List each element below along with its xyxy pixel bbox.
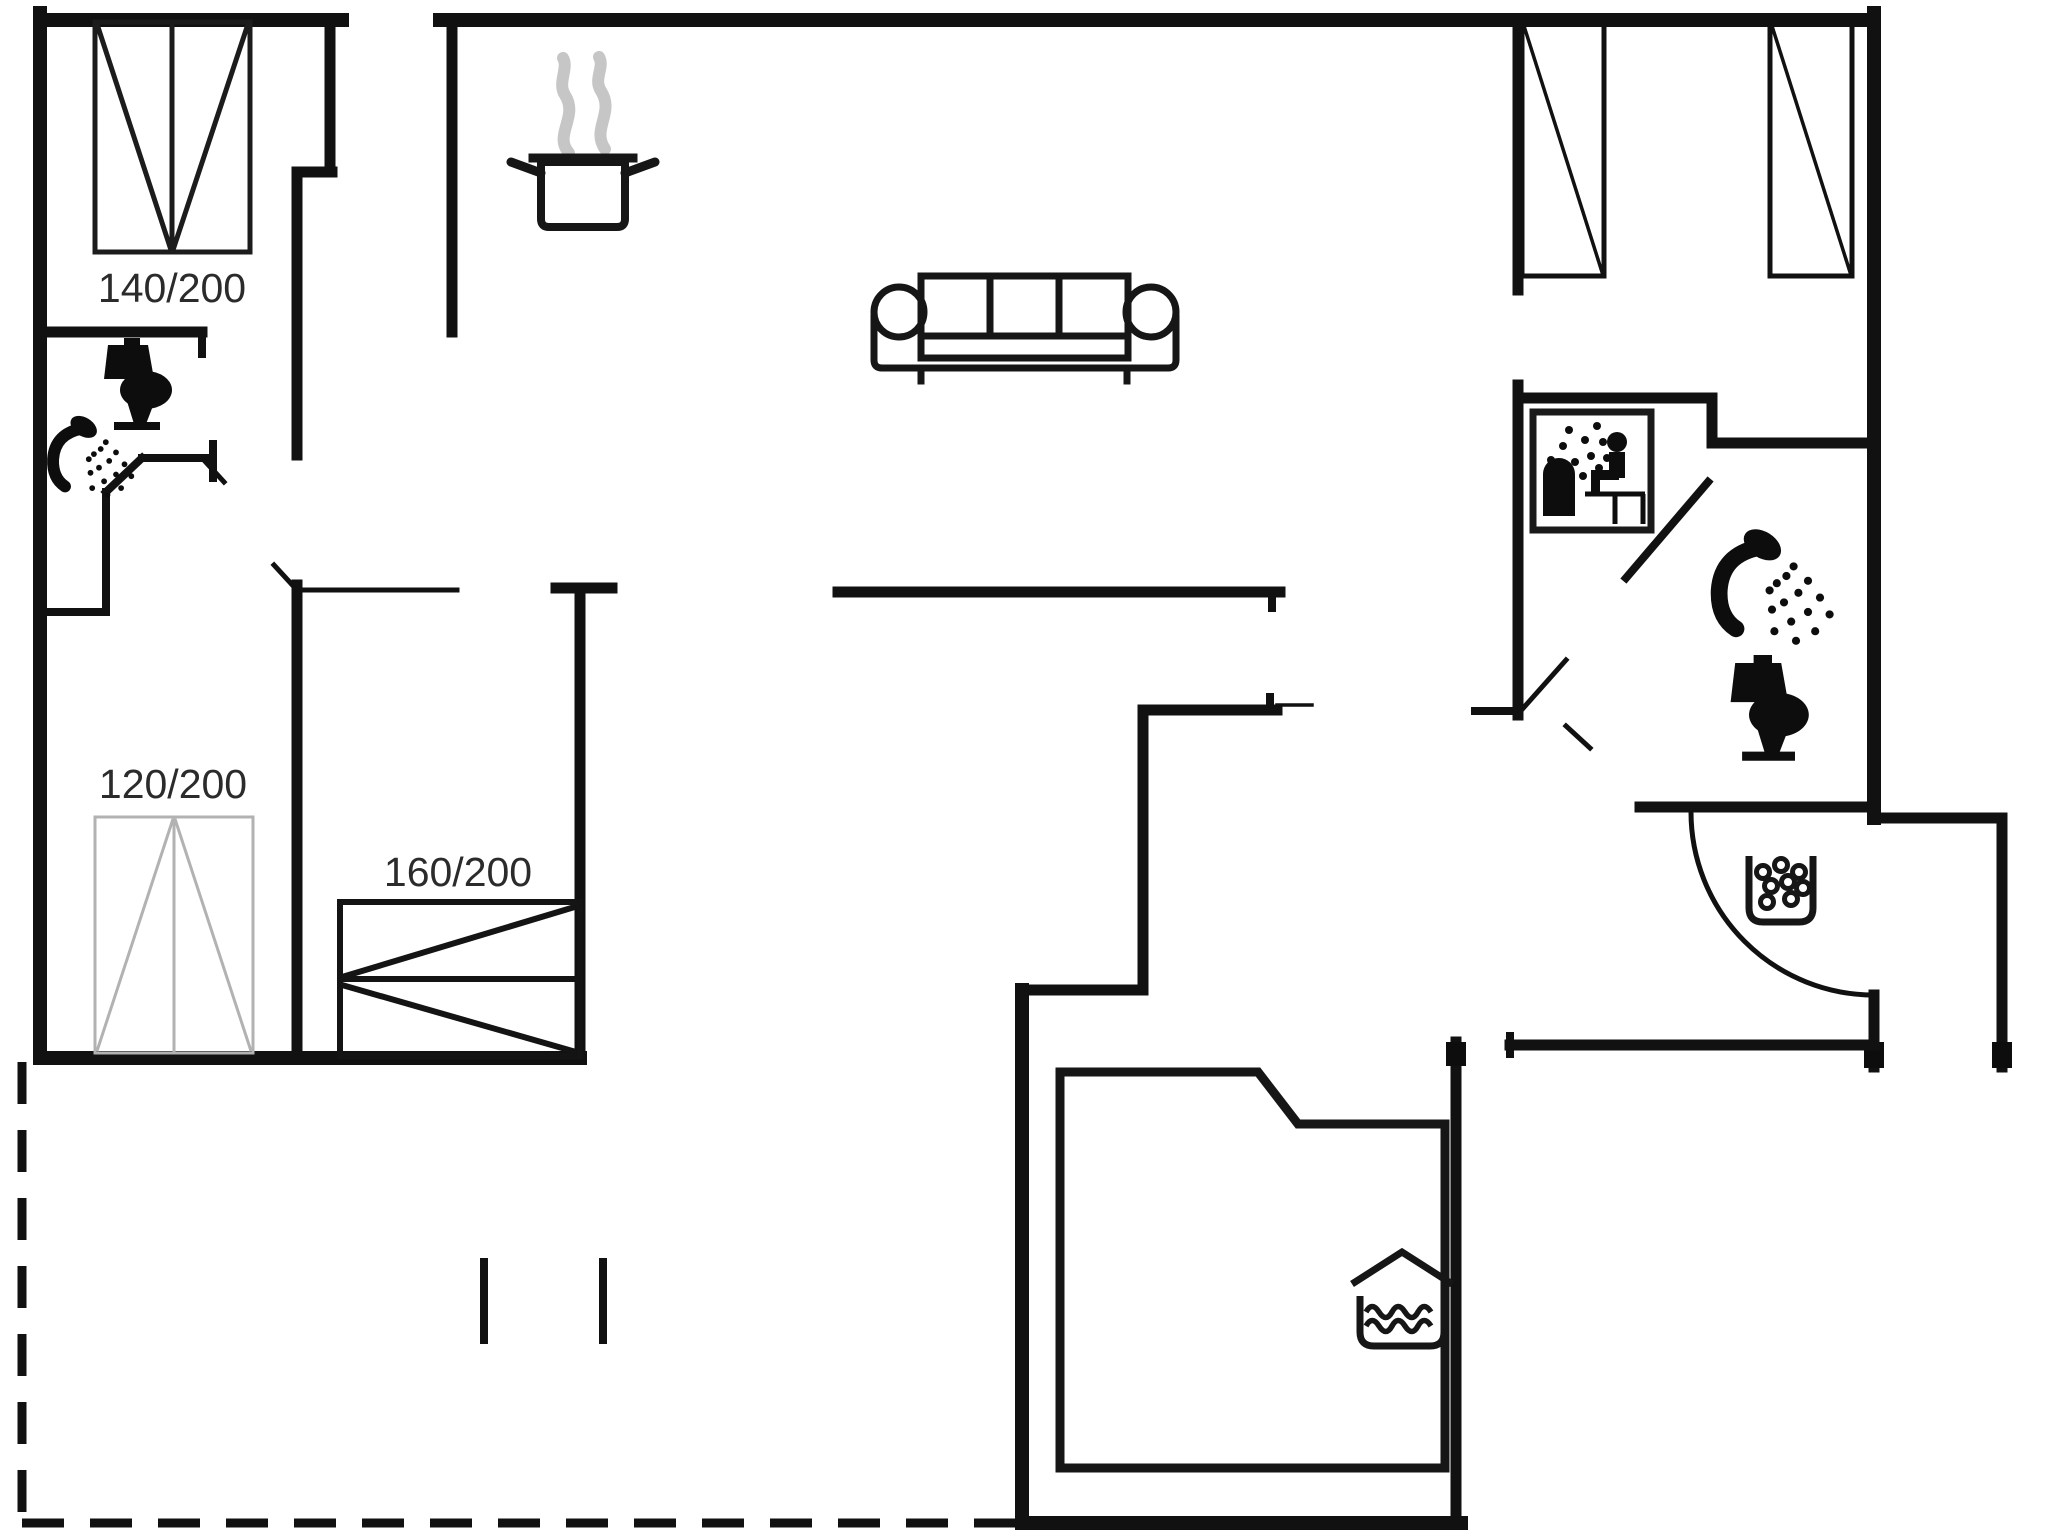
door-leaf-bedroom: [270, 561, 301, 594]
double-bed-icon: [92, 19, 253, 255]
steam-icon: [592, 51, 612, 155]
wardrobe-icon: [1767, 19, 1855, 279]
door-leaf-tick: [1562, 722, 1594, 752]
toilet-icon: [104, 338, 172, 430]
sofa-icon: [870, 272, 1180, 385]
wardrobe-icon: [1519, 19, 1607, 279]
steam-icon: [556, 52, 576, 159]
cooking-pot-icon: [506, 51, 660, 231]
single-bed-icon: [93, 815, 255, 1055]
door-leaf-bathroom-left: [198, 454, 228, 486]
terrace-boundary-dashed: [17, 1062, 1022, 1528]
door-leaf-sauna-area: [1514, 656, 1570, 718]
bed-size-label: 120/200: [99, 761, 247, 807]
shower-icon: [1710, 529, 1834, 645]
door-symbols: [198, 454, 1877, 998]
bed-size-label: 140/200: [98, 265, 246, 311]
bunk-bed-icon: [337, 899, 583, 1059]
indoor-pool-icon: [1350, 1247, 1454, 1350]
door-swing-arc: [1688, 809, 1877, 998]
entrance-annex-walls: [1504, 812, 2012, 1073]
sauna-icon: [1529, 408, 1655, 534]
bed-size-label: 160/200: [384, 849, 532, 895]
pool-basin: [1055, 1067, 1450, 1473]
exterior-walls: [33, 6, 1881, 1530]
wood-stove-icon: [1745, 856, 1817, 926]
terrace-posts: [480, 1258, 607, 1344]
shower-icon: [47, 415, 135, 498]
interior-walls: [34, 14, 1880, 1064]
toilet-icon: [1730, 655, 1809, 761]
